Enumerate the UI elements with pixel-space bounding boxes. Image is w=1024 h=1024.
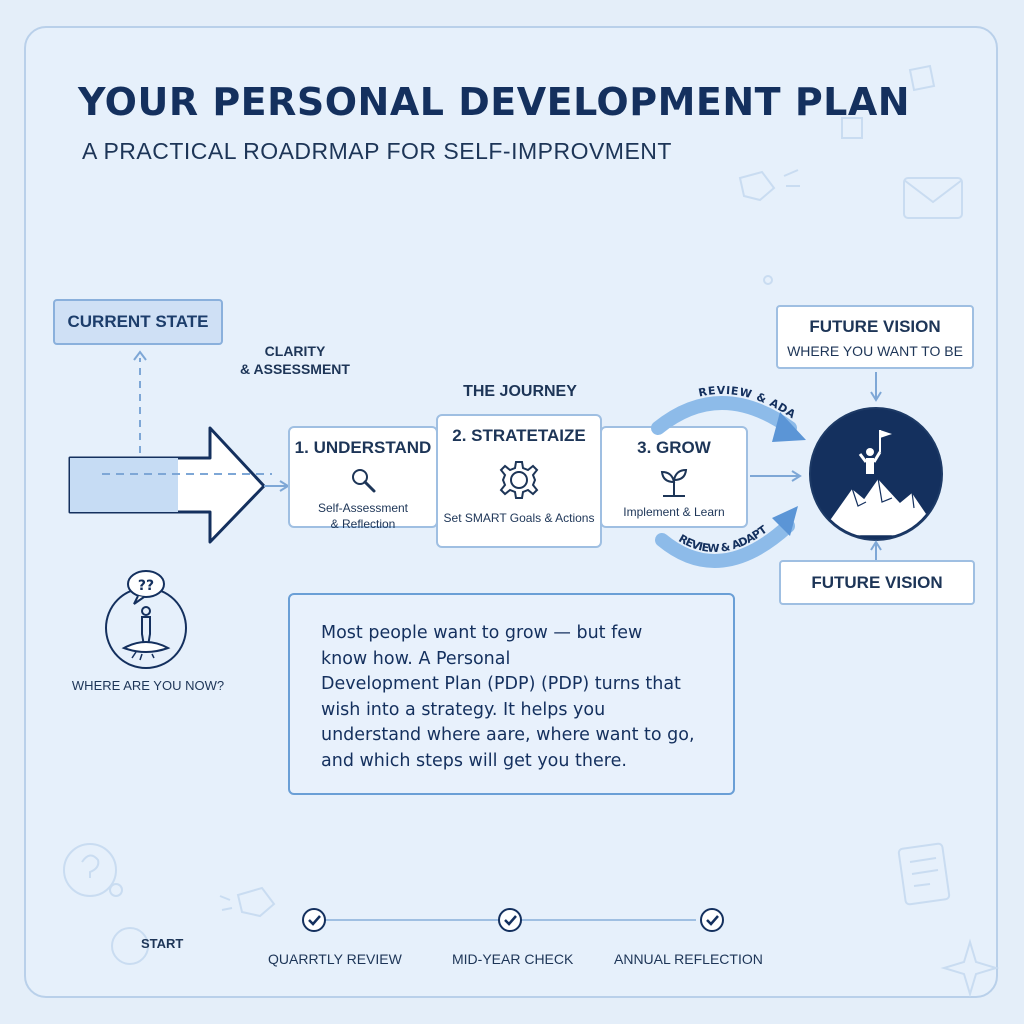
journey-label: THE JOURNEY: [463, 383, 577, 400]
vision-down-arrow: [870, 372, 882, 402]
timeline-start: START: [141, 936, 184, 951]
clarity-caption: CLARITY & ASSESSMENT: [232, 342, 358, 378]
svg-text:??: ??: [138, 578, 154, 594]
future-vision-top-title: FUTURE VISION: [809, 317, 941, 336]
square-icon: [841, 117, 863, 139]
future-vision-top-box: FUTURE VISION WHERE YOU WANT TO BE: [776, 305, 974, 369]
mountain-flag-icon: [809, 407, 943, 541]
page-subtitle: A PRACTICAL ROADRMAP FOR SELF-IMPROVMENT: [82, 138, 672, 164]
tag-icon-2: [236, 886, 276, 918]
timeline-annual-reflection: ANNUAL REFLECTION: [614, 951, 763, 967]
current-state-box: CURRENT STATE: [53, 299, 223, 345]
spark-lines: [783, 169, 800, 187]
mail-flap: [903, 179, 963, 204]
help-icon: [63, 843, 117, 897]
chat-bubble-icon: [111, 927, 149, 965]
step-understand: 1. UNDERSTAND Self-Assessment & Reflecti…: [288, 426, 438, 531]
help-dot: [109, 883, 123, 897]
person-question-icon: ??: [105, 570, 187, 669]
step-understand-title: 1. UNDERSTAND: [294, 438, 432, 457]
big-arrow-icon: [68, 426, 290, 544]
document-icon: [897, 842, 951, 906]
dashed-up-arrow: [133, 350, 147, 466]
clarity-line-2: & ASSESSMENT: [240, 361, 350, 377]
description-line-2: know how. A Personal: [321, 648, 511, 669]
vision-up-arrow: [870, 540, 882, 562]
timeline-check-2: [498, 908, 522, 932]
magnifier-icon: [352, 469, 376, 493]
help-mark: [81, 854, 100, 878]
description-line-4: wish into a strategy. It helps you: [321, 699, 606, 720]
description-line-3: Development Plan (PDP) (PDP) turns that: [321, 674, 681, 694]
step-grow-title: 3. GROW: [637, 438, 711, 457]
step-strategize: 2. STRATETAIZE Set SMART Goals & Actions: [436, 414, 602, 548]
step-grow: 3. GROW Implement & Learn: [600, 426, 748, 528]
step-to-vision-arrow: [750, 470, 802, 482]
sprout-icon: [660, 468, 688, 497]
spark-lines-2: [219, 895, 233, 911]
future-vision-bottom-box: FUTURE VISION: [779, 560, 975, 605]
tag-icon: [738, 170, 776, 202]
timeline-check-1: [302, 908, 326, 932]
document-lines: [909, 857, 939, 887]
step-strategize-title: 2. STRATETAIZE: [452, 426, 586, 445]
page-title: YOUR PERSONAL DEVELOPMENT PLAN: [78, 80, 911, 124]
dot-icon: [763, 275, 773, 285]
timeline-mid-year-check: MID-YEAR CHECK: [452, 951, 574, 967]
timeline-quarterly-review: QUARRTLY REVIEW: [268, 951, 402, 967]
mail-icon: [903, 177, 963, 219]
timeline: [302, 908, 724, 932]
bookmark-icon: [908, 64, 936, 92]
where-are-you-now: WHERE ARE YOU NOW?: [71, 678, 225, 693]
future-vision-top-subtitle: WHERE YOU WANT TO BE: [787, 343, 963, 359]
step-grow-desc: Implement & Learn: [623, 505, 725, 519]
timeline-check-3: [700, 908, 724, 932]
step-understand-desc-2: & Reflection: [330, 517, 396, 531]
description-box: Most people want to grow — but few know …: [288, 593, 735, 795]
gear-icon: [499, 461, 539, 499]
sparkle-icon: [940, 938, 1000, 998]
description-line-6: and which steps will get you there.: [321, 750, 627, 771]
clarity-line-1: CLARITY: [264, 343, 326, 359]
review-adapt-loop: REVIEW & ADAPT REVIEW & ADAPT: [640, 376, 806, 568]
step-strategize-desc: Set SMART Goals & Actions: [443, 511, 595, 525]
description-line-1: Most people want to grow — but few: [321, 623, 643, 643]
description-line-5: understand where aare, where want to go,: [321, 725, 695, 745]
step-understand-desc-1: Self-Assessment: [317, 501, 409, 515]
